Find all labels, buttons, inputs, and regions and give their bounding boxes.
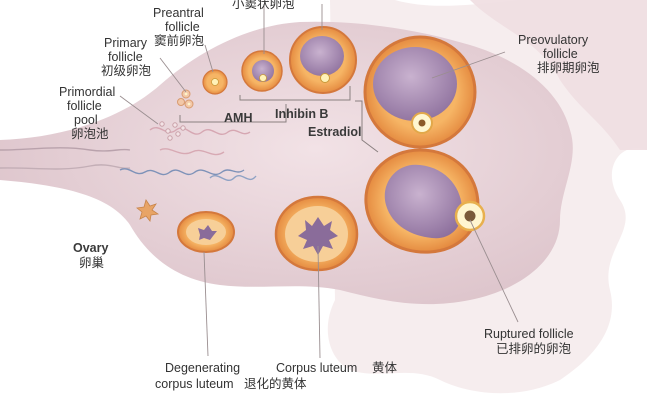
degenerating-label-line2: corpus luteum bbox=[155, 377, 234, 391]
ovary-cn-label: 卵巢 bbox=[79, 256, 105, 270]
ovary-label: Ovary bbox=[73, 241, 108, 255]
primary-label-line1: Primary bbox=[104, 36, 148, 50]
ruptured-follicle-cn-label: 已排卵的卵泡 bbox=[496, 341, 572, 356]
ruptured-follicle-label: Ruptured follicle bbox=[484, 327, 574, 341]
primordial-label-line3: pool bbox=[74, 113, 98, 127]
degenerating-cn-label: 退化的黄体 bbox=[244, 376, 307, 391]
antral-follicle-cn-label: 小窦状卵泡 bbox=[232, 0, 295, 11]
preovulatory-cn-label: 排卵期卵泡 bbox=[537, 61, 600, 75]
primordial-follicle-pool bbox=[159, 121, 186, 141]
degenerating-corpus-luteum bbox=[177, 211, 235, 253]
corpus-albicans bbox=[136, 199, 160, 222]
corpus-luteum-cn-label: 黄体 bbox=[372, 361, 398, 375]
hormone-brackets bbox=[179, 86, 379, 153]
preovulatory-label-line1: Preovulatory bbox=[518, 33, 589, 47]
primary-follicles bbox=[177, 89, 194, 109]
labels: 小窦状卵泡 Preantral follicle 窦前卵泡 Primary fo… bbox=[59, 0, 600, 391]
hilum-vessels bbox=[0, 127, 257, 181]
inhibin-b-label: Inhibin B bbox=[275, 107, 328, 121]
degenerating-label-line1: Degenerating bbox=[165, 361, 240, 375]
leader-lines bbox=[119, 4, 519, 359]
preovulatory-follicle bbox=[363, 35, 477, 149]
preantral-label-line1: Preantral bbox=[153, 6, 204, 20]
ruptured-follicle bbox=[364, 148, 486, 254]
primary-label-line2: follicle bbox=[108, 50, 143, 64]
preantral-cn-label: 窦前卵泡 bbox=[154, 33, 205, 48]
primary-cn-label: 初级卵泡 bbox=[101, 64, 152, 78]
corpus-luteum bbox=[274, 195, 359, 272]
preantral-label-line2: follicle bbox=[165, 20, 200, 34]
antral-follicle bbox=[289, 26, 357, 94]
background-tissue-fold bbox=[470, 0, 647, 150]
primordial-label-line1: Primordial bbox=[59, 85, 115, 99]
primordial-label-line2: follicle bbox=[67, 99, 102, 113]
amh-label: AMH bbox=[224, 111, 252, 125]
corpus-luteum-label: Corpus luteum bbox=[276, 361, 357, 375]
preovulatory-label-line2: follicle bbox=[543, 47, 578, 61]
estradiol-label: Estradiol bbox=[308, 125, 362, 139]
preantral-follicle bbox=[202, 69, 228, 95]
small-antral-follicle bbox=[241, 50, 283, 92]
primordial-cn-label: 卵泡池 bbox=[71, 127, 109, 141]
